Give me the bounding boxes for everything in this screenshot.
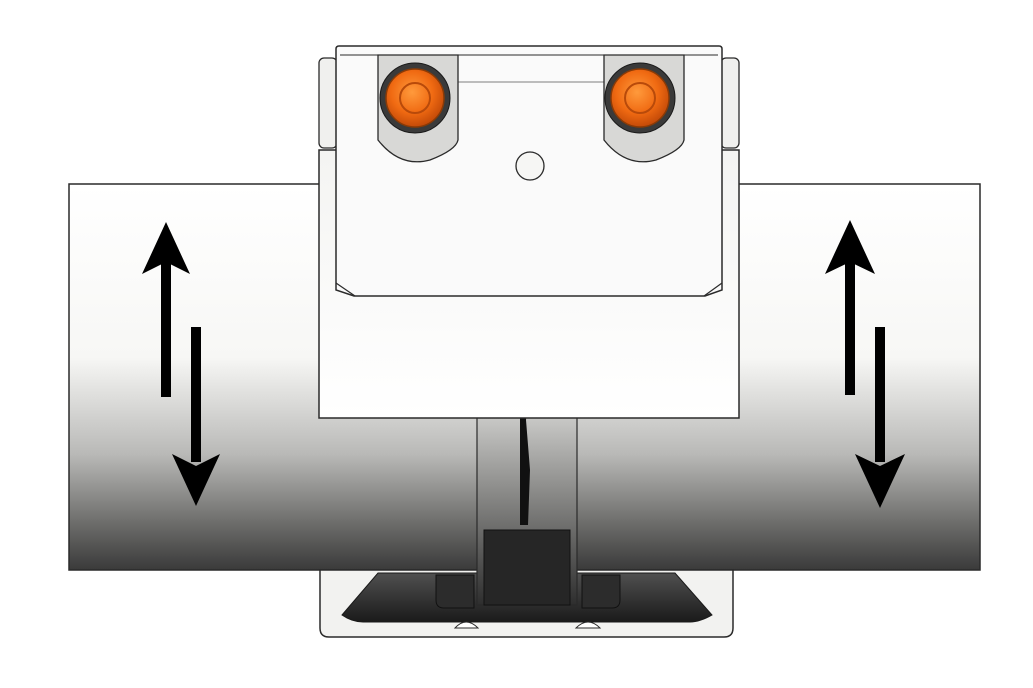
clamp-side-left xyxy=(318,57,338,149)
arrow-down-icon xyxy=(172,327,220,506)
bolt-icon xyxy=(604,62,676,134)
center-hole xyxy=(515,151,545,181)
bolt-left-head xyxy=(385,68,445,128)
arrows-left xyxy=(142,222,220,506)
arrow-up-icon xyxy=(825,220,875,395)
base-foot-right xyxy=(581,574,621,609)
arrow-down-icon xyxy=(855,327,905,508)
plate-edge-line-right xyxy=(703,282,723,297)
base-lip-left xyxy=(453,621,480,629)
bolt-left-center xyxy=(399,82,431,114)
clamp-upper xyxy=(318,45,740,419)
stem-slot xyxy=(520,400,530,525)
bolt-right-center xyxy=(624,82,656,114)
clamp-side-right xyxy=(720,57,740,149)
bolt-icon xyxy=(379,62,451,134)
bolt-right-head xyxy=(610,68,670,128)
base-lip-right xyxy=(574,621,602,629)
stem-lower-block xyxy=(483,529,571,606)
arrow-up-icon xyxy=(142,222,190,397)
base-foot-left xyxy=(435,574,475,609)
plate-edge-line xyxy=(335,282,356,297)
arrows-right xyxy=(825,220,905,508)
